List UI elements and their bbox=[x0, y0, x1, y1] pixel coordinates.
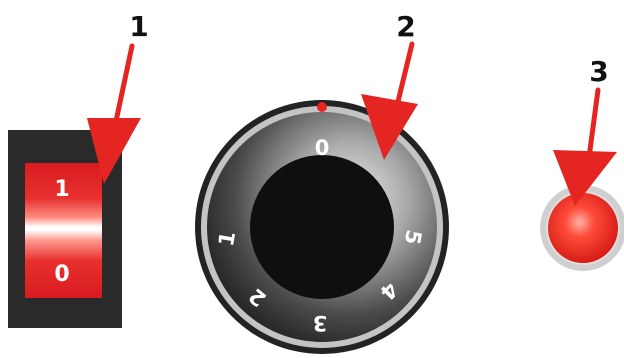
callout-number-2: 2 bbox=[396, 10, 415, 43]
arrow-down-left-icon bbox=[553, 90, 617, 206]
switch-divider bbox=[25, 227, 102, 230]
callout-number-1: 1 bbox=[129, 10, 148, 43]
indicator-lamp bbox=[540, 185, 624, 271]
knob-center[interactable] bbox=[250, 155, 394, 299]
switch-on-label: 1 bbox=[54, 177, 69, 202]
dial-label-0: 0 bbox=[315, 136, 330, 160]
red-dot-icon bbox=[317, 102, 327, 112]
dial-label-3: 3 bbox=[313, 311, 328, 335]
lamp-glow bbox=[548, 193, 618, 263]
switch-off-label: 0 bbox=[54, 262, 69, 287]
callout-number-3: 3 bbox=[589, 55, 608, 88]
rotary-knob[interactable]: 0 1 2 3 4 5 bbox=[195, 100, 449, 354]
